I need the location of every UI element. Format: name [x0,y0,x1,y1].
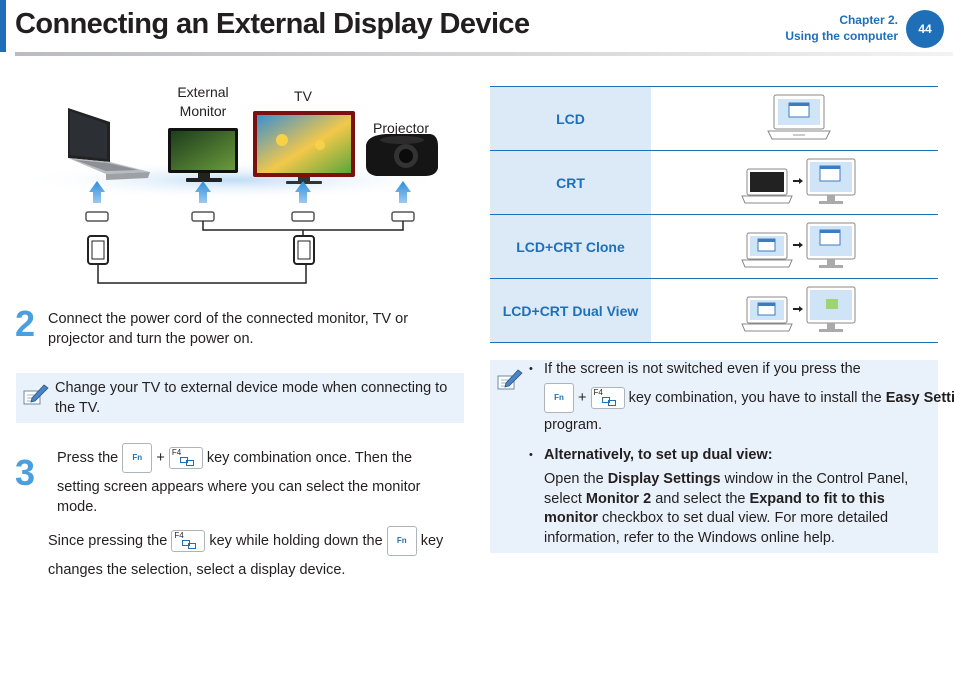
dual-view-instructions: Open the Display Settings window in the … [544,470,932,548]
pencil-note-icon [497,369,523,390]
display-switch-icon [601,397,616,407]
header-divider [15,52,953,56]
page-number-badge: 44 [906,10,944,48]
chapter-number: Chapter 2. [839,13,898,27]
f4-key-label: F4 [174,531,184,541]
step-3-line1: Press the Fn + F4 key combination once. … [57,443,467,474]
page-title: Connecting an External Display Device [15,8,530,40]
vga-port-icons [85,211,415,222]
bullet-1-text-start: If the screen is not switched even if yo… [544,361,861,377]
install-note: • If the screen is not switched even if … [490,360,954,553]
display-settings-bold: Display Settings [607,471,721,487]
mode-label-clone: LCD+CRT Clone [490,214,651,279]
vga-connector-icons [87,235,315,265]
fn-key-icon: Fn [544,383,574,414]
mode-row-clone: LCD+CRT Clone [490,214,938,279]
f4-key-label: F4 [593,388,603,398]
bullet-1-marker: • [529,363,533,375]
fn-key-icon: Fn [122,443,153,474]
step-2-text: Connect the power cord of the connected … [48,311,409,347]
bullet-2-marker: • [529,449,533,461]
crt-mode-icon [741,158,856,204]
bullet-1-keys-line: Fn + F4 key combination, you have to ins… [544,383,954,414]
header-accent-bar [0,0,6,52]
b2-window-text: window in the Control Panel, select [544,471,909,507]
tv-label: TV [294,88,312,104]
tv-mode-note-text: Change your TV to external device mode w… [55,380,448,416]
chapter-label: Chapter 2. Using the computer [785,12,898,44]
fn-key-label: Fn [132,453,143,463]
plus-sign: + [578,390,587,406]
step-3-press-text: Press the [57,450,119,466]
monitor-2-bold: Monitor 2 [585,490,652,507]
projector-icon [366,134,438,176]
laptop-icon [68,108,150,180]
external-monitor-label-line1: External [177,84,229,100]
lcd-mode-icon [767,94,831,140]
connection-illustration [20,108,450,284]
dual-view-heading: Alternatively, to set up dual view: [544,447,773,463]
mode-row-dual-view: LCD+CRT Dual View [490,278,938,343]
plus-sign: + [156,450,165,466]
step-3-end-text: changes the selection, select a display … [48,562,346,578]
fn-key-label: Fn [554,393,564,403]
fn-key-icon: Fn [386,526,417,557]
display-switch-icon [179,457,194,467]
step-3-number: 3 [15,452,36,493]
b2-rest-text: checkbox to set dual view. For more deta… [544,510,889,546]
dual-view-mode-icon [741,286,856,332]
f4-key-label: F4 [171,448,182,458]
mode-label-crt: CRT [490,150,651,215]
key-word-text: key [420,533,444,549]
b2-open-text: Open the [544,471,604,487]
cable-lines [97,221,404,284]
tv-icon [253,111,355,184]
step-2-number: 2 [15,303,36,344]
monitor-arrow-icon [195,181,211,203]
laptop-arrow-icon [89,181,105,203]
mode-label-lcd: LCD [490,86,651,151]
mode-label-dual-view: LCD+CRT Dual View [490,278,651,343]
display-switch-icon [182,540,197,550]
step-3-since-line: Since pressing the F4 key while holding … [48,526,468,557]
external-monitor-label-line2: Monitor [179,103,227,119]
external-monitor-icon [168,128,238,182]
display-modes-table: LCD CRT [490,86,938,343]
expand-to-fit-bold: Expand to fit to this monitor [544,490,885,527]
mode-row-lcd: LCD [490,86,938,151]
chapter-title: Using the computer [785,29,898,43]
b2-and-select-text: and select the [655,490,746,507]
step-3-after-keys-text: key combination once. Then the [206,450,413,466]
step-3-line2: setting screen appears where you can sel… [57,479,421,515]
projector-label: Projector [372,120,430,136]
projector-arrow-icon [395,181,411,203]
fn-key-label: Fn [396,536,407,546]
f4-key-icon: F4 [168,447,203,470]
bullet-1-text-middle: key combination, you have to install the [628,390,882,406]
bullet-1-text-end: program. [544,417,603,433]
f4-key-icon: F4 [590,387,625,410]
easy-settings-bold: Easy Settings [885,390,954,406]
tv-arrow-icon [295,181,311,203]
f4-key-icon: F4 [171,530,206,553]
since-text: Since pressing the [48,533,168,549]
clone-mode-icon [741,222,856,268]
while-holding-text: key while holding down the [209,533,383,549]
tv-mode-note: Change your TV to external device mode w… [16,373,464,423]
external-monitor-label: External Monitor [170,83,236,121]
pencil-note-icon [23,384,49,405]
mode-row-crt: CRT [490,150,938,215]
